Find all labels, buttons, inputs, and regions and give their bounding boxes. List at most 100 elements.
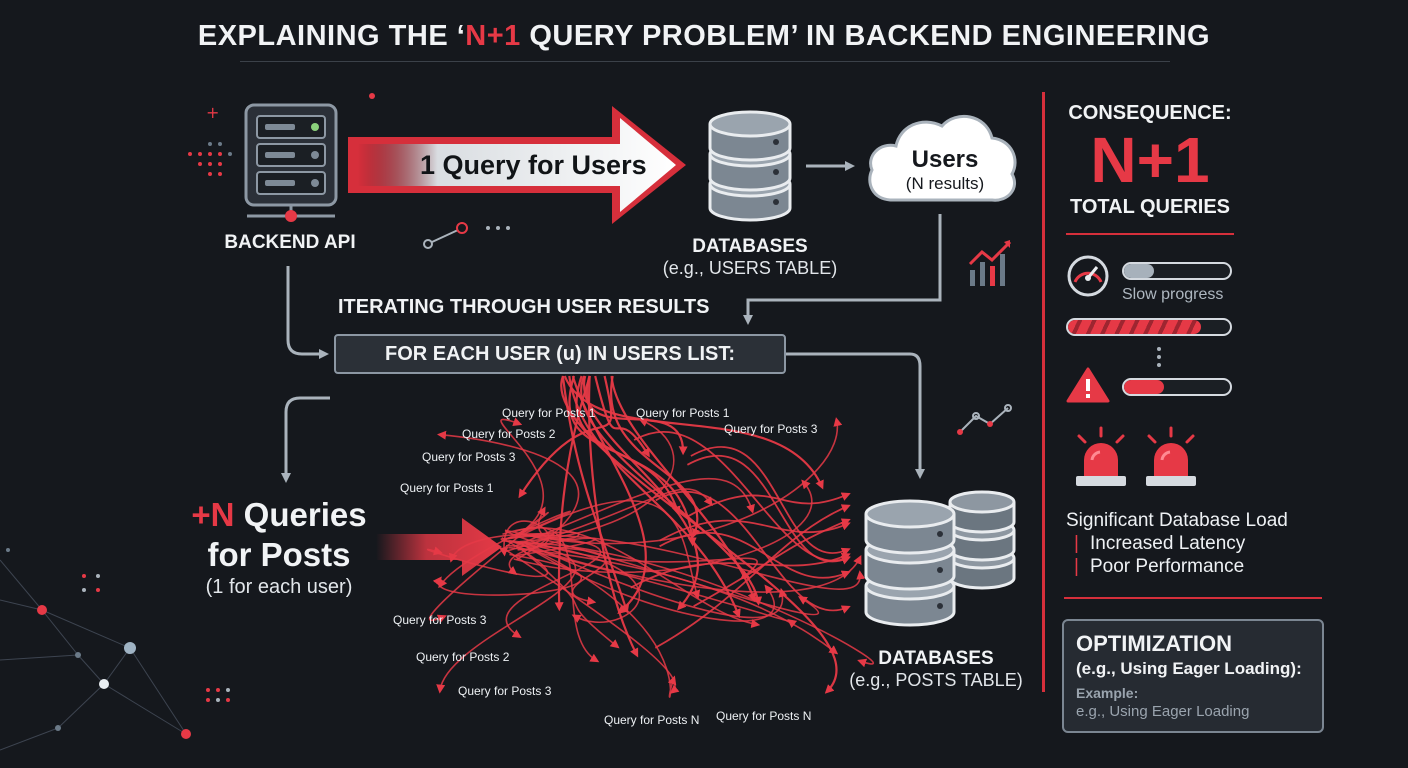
query-arrow [654, 504, 851, 649]
query-arrow [563, 375, 824, 490]
users-query-arrow [348, 106, 686, 224]
siren-icon [1146, 426, 1196, 486]
query-arrow [516, 546, 798, 629]
title-highlight: N+1 [465, 20, 521, 52]
n-queries-arrow [376, 518, 502, 576]
query-arrow [521, 544, 677, 698]
query-arrow [508, 546, 839, 655]
posts-database-icon [864, 490, 1016, 627]
query-arrow [690, 446, 851, 557]
query-arrow [507, 537, 597, 576]
iterating-label: ITERATING THROUGH USER RESULTS [338, 296, 710, 318]
progress-bar-slow [1122, 262, 1232, 280]
query-label: Query for Posts 3 [458, 684, 552, 698]
query-arrow [568, 375, 741, 619]
consequence-divider [1066, 233, 1234, 235]
query-label: Query for Posts 1 [636, 406, 730, 420]
link-decoration [423, 222, 510, 249]
query-label: Query for Posts 3 [393, 613, 487, 627]
query-arrow [575, 375, 697, 547]
query-arrow [554, 375, 591, 612]
optimization-box: OPTIMIZATION (e.g., Using Eager Loading)… [1062, 619, 1324, 733]
query-label: Query for Posts 2 [462, 427, 556, 441]
query-arrow [513, 477, 755, 548]
progress-fill [1124, 380, 1165, 394]
users-query-label: 1 Query for Users [420, 150, 647, 180]
warning-icon [1066, 367, 1110, 403]
query-label: Query for Posts 1 [400, 481, 494, 495]
optimization-sub: (e.g., Using Eager Loading): [1076, 659, 1302, 678]
example-text: e.g., Using Eager Loading [1076, 703, 1250, 720]
users-cloud-sub: (N results) [905, 174, 985, 193]
query-arrows [426, 375, 875, 698]
consequence-sub: TOTAL QUERIES [1069, 196, 1231, 218]
query-arrow [436, 539, 577, 694]
query-arrow [518, 375, 613, 499]
n-queries-sub: (1 for each user) [205, 576, 353, 598]
query-label: Query for Posts N [716, 709, 812, 723]
title-text-end: QUERY PROBLEM’ IN BACKEND ENGINEERING [520, 20, 1211, 52]
dots-decoration-left [82, 574, 100, 592]
query-arrow [609, 375, 701, 538]
progress-bar-danger [1122, 378, 1232, 396]
query-arrow [561, 375, 630, 614]
svg-text:+: + [206, 103, 219, 122]
users-db-label: DATABASES [692, 236, 808, 257]
query-arrow [686, 492, 851, 518]
optimization-divider [1064, 597, 1322, 599]
network-decoration [0, 548, 191, 751]
query-arrow [515, 541, 875, 668]
n-queries-prefix: +N [191, 496, 235, 533]
posts-db-sub: (e.g., POSTS TABLE) [849, 670, 1023, 690]
query-arrow [520, 548, 620, 649]
progress-label: Slow progress [1122, 286, 1224, 303]
query-arrow [630, 552, 851, 589]
query-arrow [693, 518, 851, 608]
query-arrow [500, 417, 544, 535]
query-arrow [432, 553, 583, 596]
siren-icon [1076, 426, 1126, 486]
query-arrow [508, 539, 641, 624]
backend-api-label: BACKEND API [224, 232, 356, 253]
query-label: Query for Posts 3 [724, 422, 818, 436]
users-database-icon [708, 110, 792, 222]
progress-fill [1124, 264, 1154, 278]
optimization-heading: OPTIMIZATION [1076, 631, 1233, 656]
n-queries-rest: Queries [234, 496, 367, 533]
title-divider [240, 61, 1170, 62]
query-arrow [518, 532, 820, 616]
query-arrow [523, 500, 701, 600]
ellipsis-icon [1157, 347, 1161, 367]
query-arrow [502, 527, 761, 629]
consequence-item: Significant Database Load [1066, 510, 1288, 531]
query-arrow [505, 545, 607, 606]
users-cloud-label: Users [911, 146, 979, 173]
consequence-item: Increased Latency [1090, 533, 1246, 554]
posts-db-label: DATABASES [878, 648, 994, 669]
query-label: Query for Posts 1 [502, 406, 596, 420]
consequence-item: Poor Performance [1090, 556, 1245, 577]
query-arrow [523, 541, 788, 619]
query-label: Query for Posts 3 [422, 450, 516, 464]
speedometer-icon [1067, 255, 1109, 297]
line-chart-icon [957, 404, 1012, 435]
n-queries-line2: for Posts [207, 536, 351, 573]
users-db-sub: (e.g., USERS TABLE) [662, 258, 838, 278]
bullet-marker: | [1074, 556, 1079, 577]
query-arrow [438, 510, 571, 589]
query-arrow [587, 375, 639, 658]
server-icon [244, 103, 338, 222]
title-text: EXPLAINING THE ‘ [197, 20, 466, 52]
loop-box: FOR EACH USER (u) IN USERS LIST: [334, 334, 786, 374]
dots-decoration-bottom [206, 688, 230, 702]
flow-connectors [281, 161, 942, 483]
query-arrow [659, 531, 851, 579]
dots-decoration: + [188, 93, 375, 176]
progress-fill [1068, 320, 1201, 334]
progress-bar-striped [1066, 318, 1232, 336]
consequence-big: N+1 [1090, 124, 1210, 196]
side-divider [1042, 92, 1045, 692]
query-arrow [655, 491, 851, 614]
query-arrow [633, 431, 851, 565]
